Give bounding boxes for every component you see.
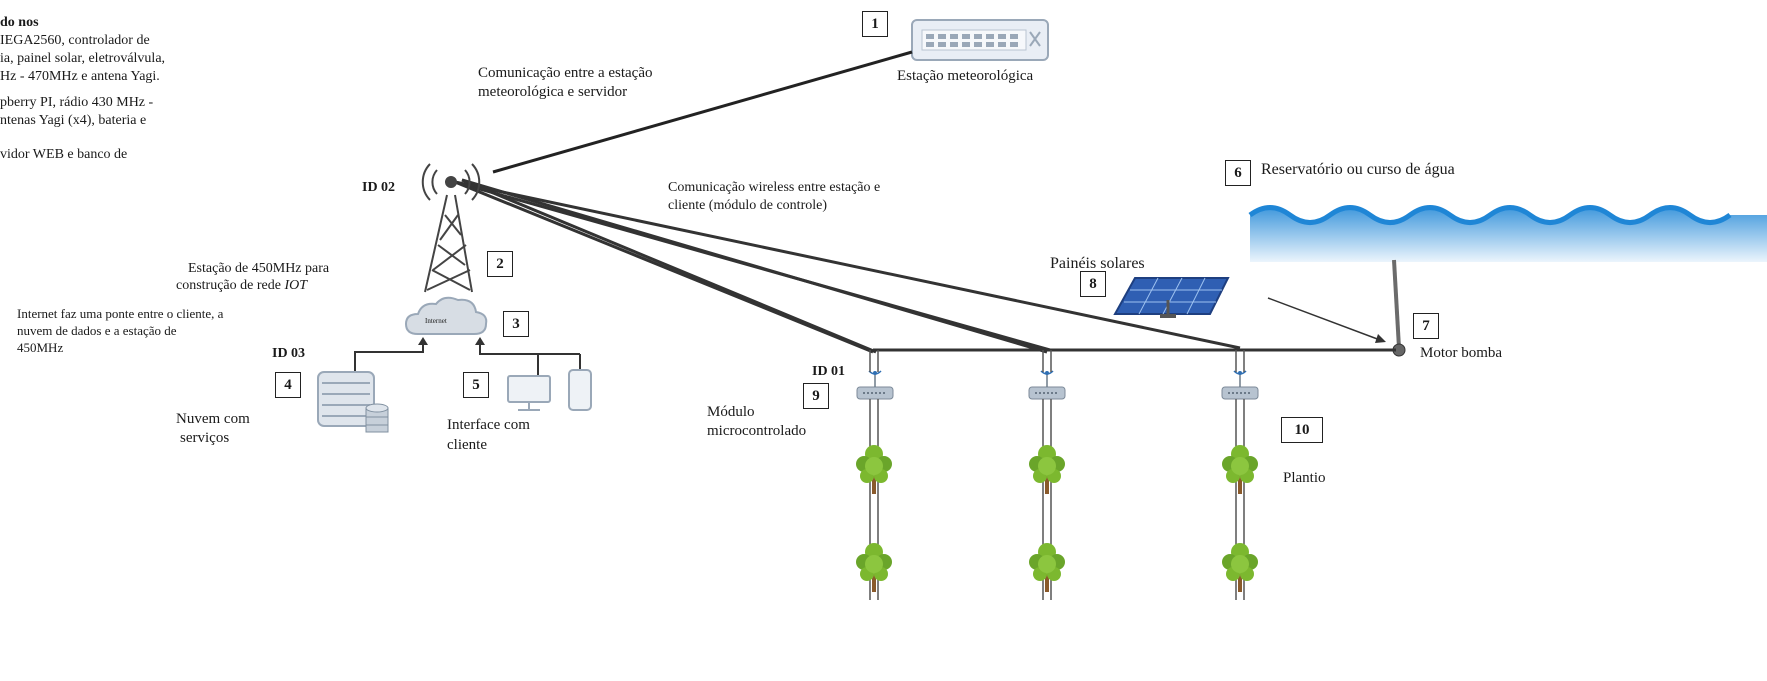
legend-line: Hz - 470MHz e antena Yagi. <box>0 69 160 84</box>
label-cloud-services-1: Nuvem com <box>176 411 250 427</box>
solar-to-pump-arrow <box>1267 297 1381 341</box>
number-box-2: 2 <box>487 251 513 277</box>
label-comm-station-server-1: Comunicação entre a estação <box>478 65 653 81</box>
label-internet-3: 450MHz <box>17 340 64 355</box>
smartphone-icon <box>568 369 592 411</box>
label-id01: ID 01 <box>812 364 846 379</box>
label-reservoir: Reservatório ou curso de água <box>1261 161 1455 178</box>
legend-line: ia, painel solar, eletroválvula, <box>0 51 166 66</box>
legend-line: IEGA2560, controlador de <box>0 33 150 48</box>
number-box-7: 7 <box>1413 313 1439 339</box>
cloud-connections <box>354 340 581 376</box>
link-station-weather <box>492 50 913 174</box>
number-box-1: 1 <box>862 11 888 37</box>
number-box-9: 9 <box>803 383 829 409</box>
server-icon <box>317 371 375 427</box>
wireless-links <box>454 178 1241 354</box>
label-iot: IOT <box>284 278 308 293</box>
label-id03: ID 03 <box>272 346 306 361</box>
label-internet-2: nuvem de dados e a estação de <box>17 323 177 338</box>
legend-line: ntenas Yagi (x4), bateria e <box>0 113 147 128</box>
legend-heading: do nos <box>0 15 39 30</box>
label-comm-station-server-2: meteorológica e servidor <box>478 84 628 100</box>
cloud-text: Internet <box>425 317 447 325</box>
database-icon <box>365 403 389 433</box>
number-box-3: 3 <box>503 311 529 337</box>
label-id02: ID 02 <box>362 180 396 195</box>
label-solar-panels: Painéis solares <box>1050 255 1145 272</box>
number-box-4: 4 <box>275 372 301 398</box>
label-module-1: Módulo <box>707 404 755 420</box>
number-box-8: 8 <box>1080 271 1106 297</box>
solar-panel-icon <box>1113 277 1230 318</box>
label-internet-1: Internet faz uma ponte entre o cliente, … <box>17 306 224 321</box>
label-comm-wireless-1: Comunicação wireless entre estação e <box>668 180 881 195</box>
number-box-6: 6 <box>1225 160 1251 186</box>
label-module-2: microcontrolado <box>707 423 807 439</box>
label-weather-station: Estação meteorológica <box>897 68 1034 84</box>
desktop-monitor-icon <box>507 375 551 411</box>
label-client-interface-2: cliente <box>447 437 487 453</box>
label-cloud-services-2: serviços <box>180 430 230 446</box>
label-motor-pump: Motor bomba <box>1420 345 1503 361</box>
legend-line: vidor WEB e banco de <box>0 147 128 162</box>
label-station-450-1: Estação de 450MHz para <box>188 261 330 276</box>
label-client-interface-1: Interface com <box>447 417 530 433</box>
legend-panel: do nos IEGA2560, controlador de ia, pain… <box>0 14 330 164</box>
pump-pipe <box>1392 259 1401 349</box>
internet-cloud-icon <box>404 296 488 335</box>
number-box-5: 5 <box>463 372 489 398</box>
weather-station-icon <box>911 19 1049 61</box>
plantation-trees <box>856 445 1258 592</box>
legend-line: pberry PI, rádio 430 MHz - <box>0 95 154 110</box>
reservoir-water <box>1248 205 1767 262</box>
label-planting: Plantio <box>1283 470 1326 486</box>
antenna-tower-icon <box>421 163 481 293</box>
label-station-450-2-text: construção de rede <box>176 278 285 293</box>
number-box-10: 10 <box>1281 417 1323 443</box>
label-comm-wireless-2: cliente (módulo de controle) <box>668 198 827 213</box>
label-station-450-2: construção de rede IOT <box>176 276 307 295</box>
